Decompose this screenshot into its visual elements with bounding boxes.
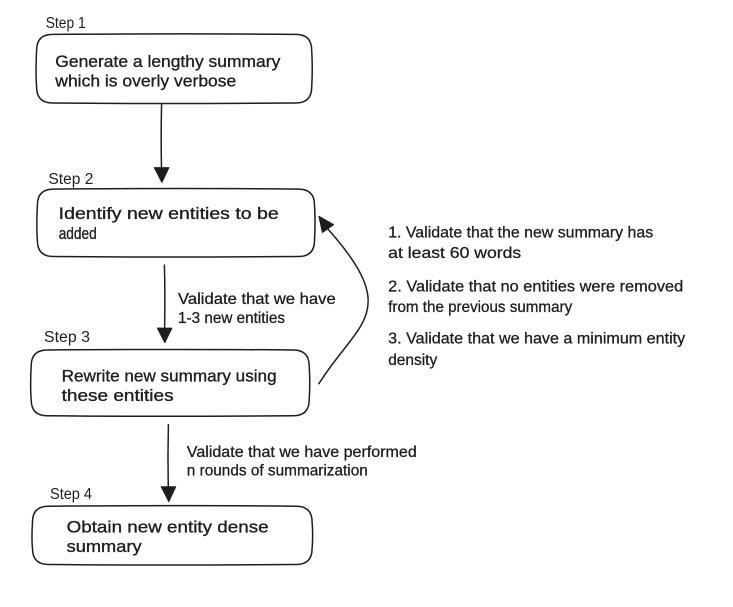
svg-text:1. Validate that the new summa: 1. Validate that the new summary has xyxy=(388,225,653,242)
svg-text:added: added xyxy=(59,224,97,243)
svg-text:from the previous summary: from the previous summary xyxy=(388,299,572,316)
svg-text:Rewrite new summary using: Rewrite new summary using xyxy=(62,367,277,386)
svg-text:Identify new entities to be: Identify new entities to be xyxy=(59,204,279,223)
svg-text:Validate that we have: Validate that we have xyxy=(178,291,336,308)
svg-text:3. Validate that we have a min: 3. Validate that we have a minimum entit… xyxy=(388,331,685,348)
svg-text:Step 4: Step 4 xyxy=(50,486,92,503)
svg-text:2. Validate that no entities w: 2. Validate that no entities were remove… xyxy=(388,279,683,296)
svg-text:density: density xyxy=(388,352,437,369)
svg-text:which is overly verbose: which is overly verbose xyxy=(54,71,236,90)
svg-text:Validate that we have performe: Validate that we have performed xyxy=(187,444,417,461)
svg-text:these entities: these entities xyxy=(62,386,174,405)
svg-text:Obtain new entity dense: Obtain new entity dense xyxy=(67,518,269,537)
svg-text:n rounds of summarization: n rounds of summarization xyxy=(187,463,368,480)
svg-text:Step 2: Step 2 xyxy=(48,171,93,188)
svg-text:1-3 new entities: 1-3 new entities xyxy=(178,310,285,327)
svg-text:summary: summary xyxy=(67,537,143,556)
svg-text:Step 1: Step 1 xyxy=(46,15,86,32)
svg-text:at least 60 words: at least 60 words xyxy=(388,245,521,262)
svg-text:Step 3: Step 3 xyxy=(44,329,90,346)
svg-text:Generate a lengthy summary: Generate a lengthy summary xyxy=(55,52,281,71)
